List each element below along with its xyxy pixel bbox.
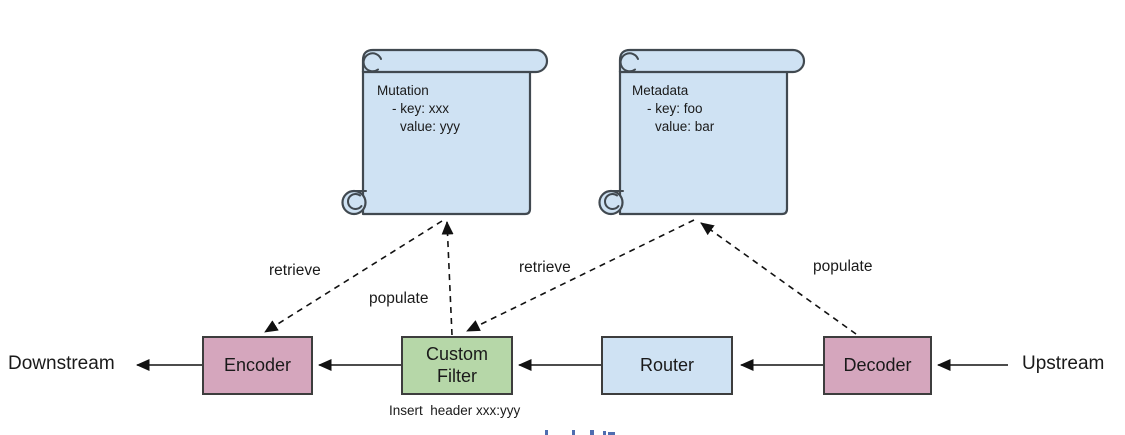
metadata-note-text: Metadata - key: foo value: bar bbox=[632, 82, 714, 136]
scroll-icon bbox=[341, 48, 549, 216]
router-node: Router bbox=[601, 336, 733, 395]
retrieve-arrow-metadata-to-customfilter bbox=[466, 219, 695, 332]
encoder-node: Encoder bbox=[202, 336, 313, 395]
retrieve-label-left: retrieve bbox=[269, 262, 321, 279]
insert-header-annotation: Insert header xxx:yyy bbox=[389, 403, 521, 418]
metadata-scroll-shape bbox=[597, 44, 812, 222]
populate-label-left: populate bbox=[369, 290, 429, 307]
populate-arrow-customfilter-to-mutation bbox=[441, 221, 454, 336]
clipped-text-fragment bbox=[590, 430, 594, 435]
decoder-node: Decoder bbox=[823, 336, 932, 395]
encoder-node-label: Encoder bbox=[223, 354, 292, 375]
mutation-note-value: value: yyy bbox=[400, 119, 461, 134]
clipped-text-fragment bbox=[572, 430, 575, 435]
custom-filter-node-label: Custom Filter bbox=[425, 343, 488, 386]
downstream-label: Downstream bbox=[8, 353, 115, 374]
metadata-note-value: value: bar bbox=[655, 119, 715, 134]
router-node-label: Router bbox=[639, 354, 695, 375]
metadata-note-key: - key: foo bbox=[647, 101, 703, 116]
populate-arrow-decoder-to-metadata bbox=[700, 222, 857, 335]
clipped-text-fragment bbox=[545, 430, 548, 435]
clipped-text-fragment bbox=[608, 432, 615, 435]
retrieve-label-right: retrieve bbox=[519, 259, 571, 276]
scroll-icon bbox=[598, 48, 806, 216]
clipped-text-fragment bbox=[603, 431, 606, 435]
mutation-scroll-shape bbox=[340, 44, 555, 222]
mutation-note-key: - key: xxx bbox=[392, 101, 450, 116]
decoder-node-label: Decoder bbox=[843, 354, 912, 375]
upstream-label: Upstream bbox=[1022, 353, 1105, 374]
mutation-note-text: Mutation - key: xxx value: yyy bbox=[377, 82, 460, 136]
metadata-note-title: Metadata bbox=[632, 83, 689, 98]
custom-filter-node: Custom Filter bbox=[401, 336, 513, 395]
retrieve-arrow-mutation-to-encoder bbox=[264, 220, 443, 333]
mutation-note-title: Mutation bbox=[377, 83, 429, 98]
populate-label-right: populate bbox=[813, 258, 873, 275]
